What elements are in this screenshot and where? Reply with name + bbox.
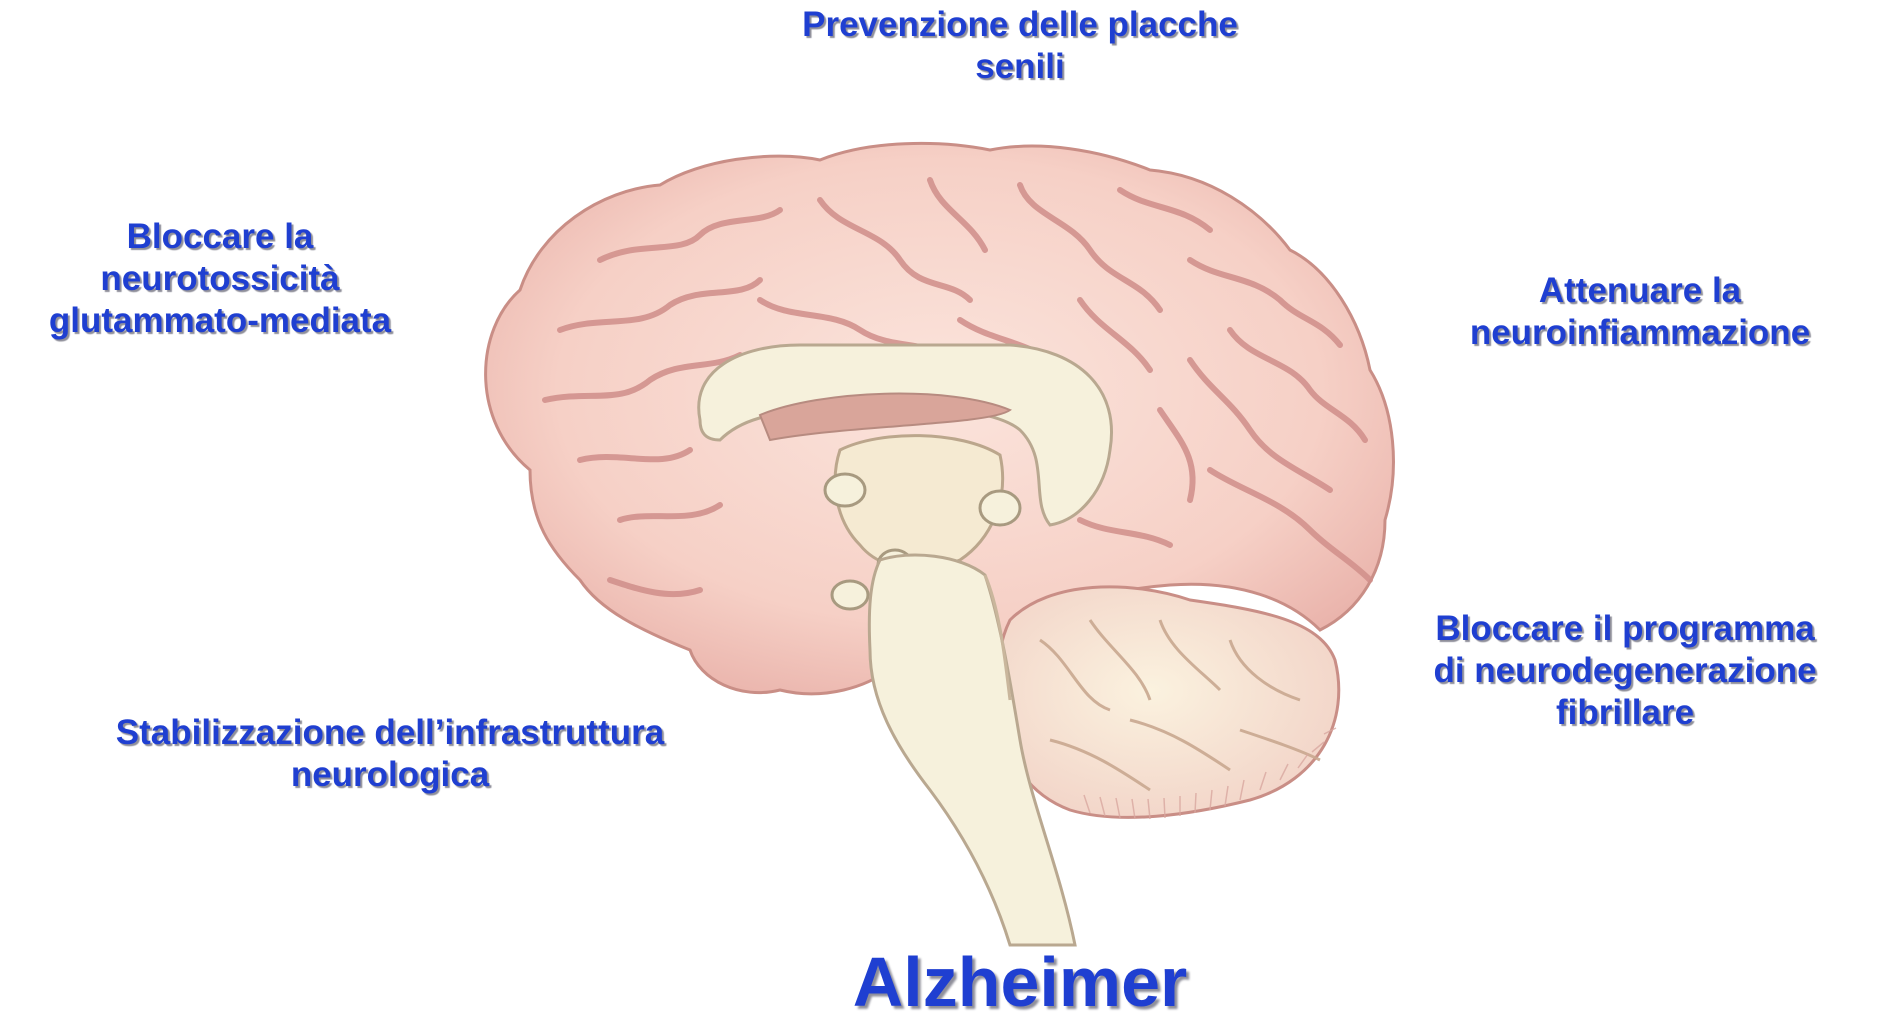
label-prevent-senile-plaques: Prevenzione delle placche senili <box>735 4 1305 88</box>
label-block-glutamate-neurotoxicity: Bloccare la neurotossicità glutammato-me… <box>0 216 440 342</box>
label-block-fibrillar-neurodegeneration: Bloccare il programma di neurodegenerazi… <box>1380 608 1870 734</box>
label-stabilize-neurological-infrastructure: Stabilizzazione dell’infrastruttura neur… <box>40 712 740 796</box>
cerebellum <box>998 587 1339 818</box>
label-attenuate-neuroinflammation: Attenuare la neuroinfiammazione <box>1420 270 1860 354</box>
title-alzheimer: Alzheimer <box>800 940 1240 1024</box>
